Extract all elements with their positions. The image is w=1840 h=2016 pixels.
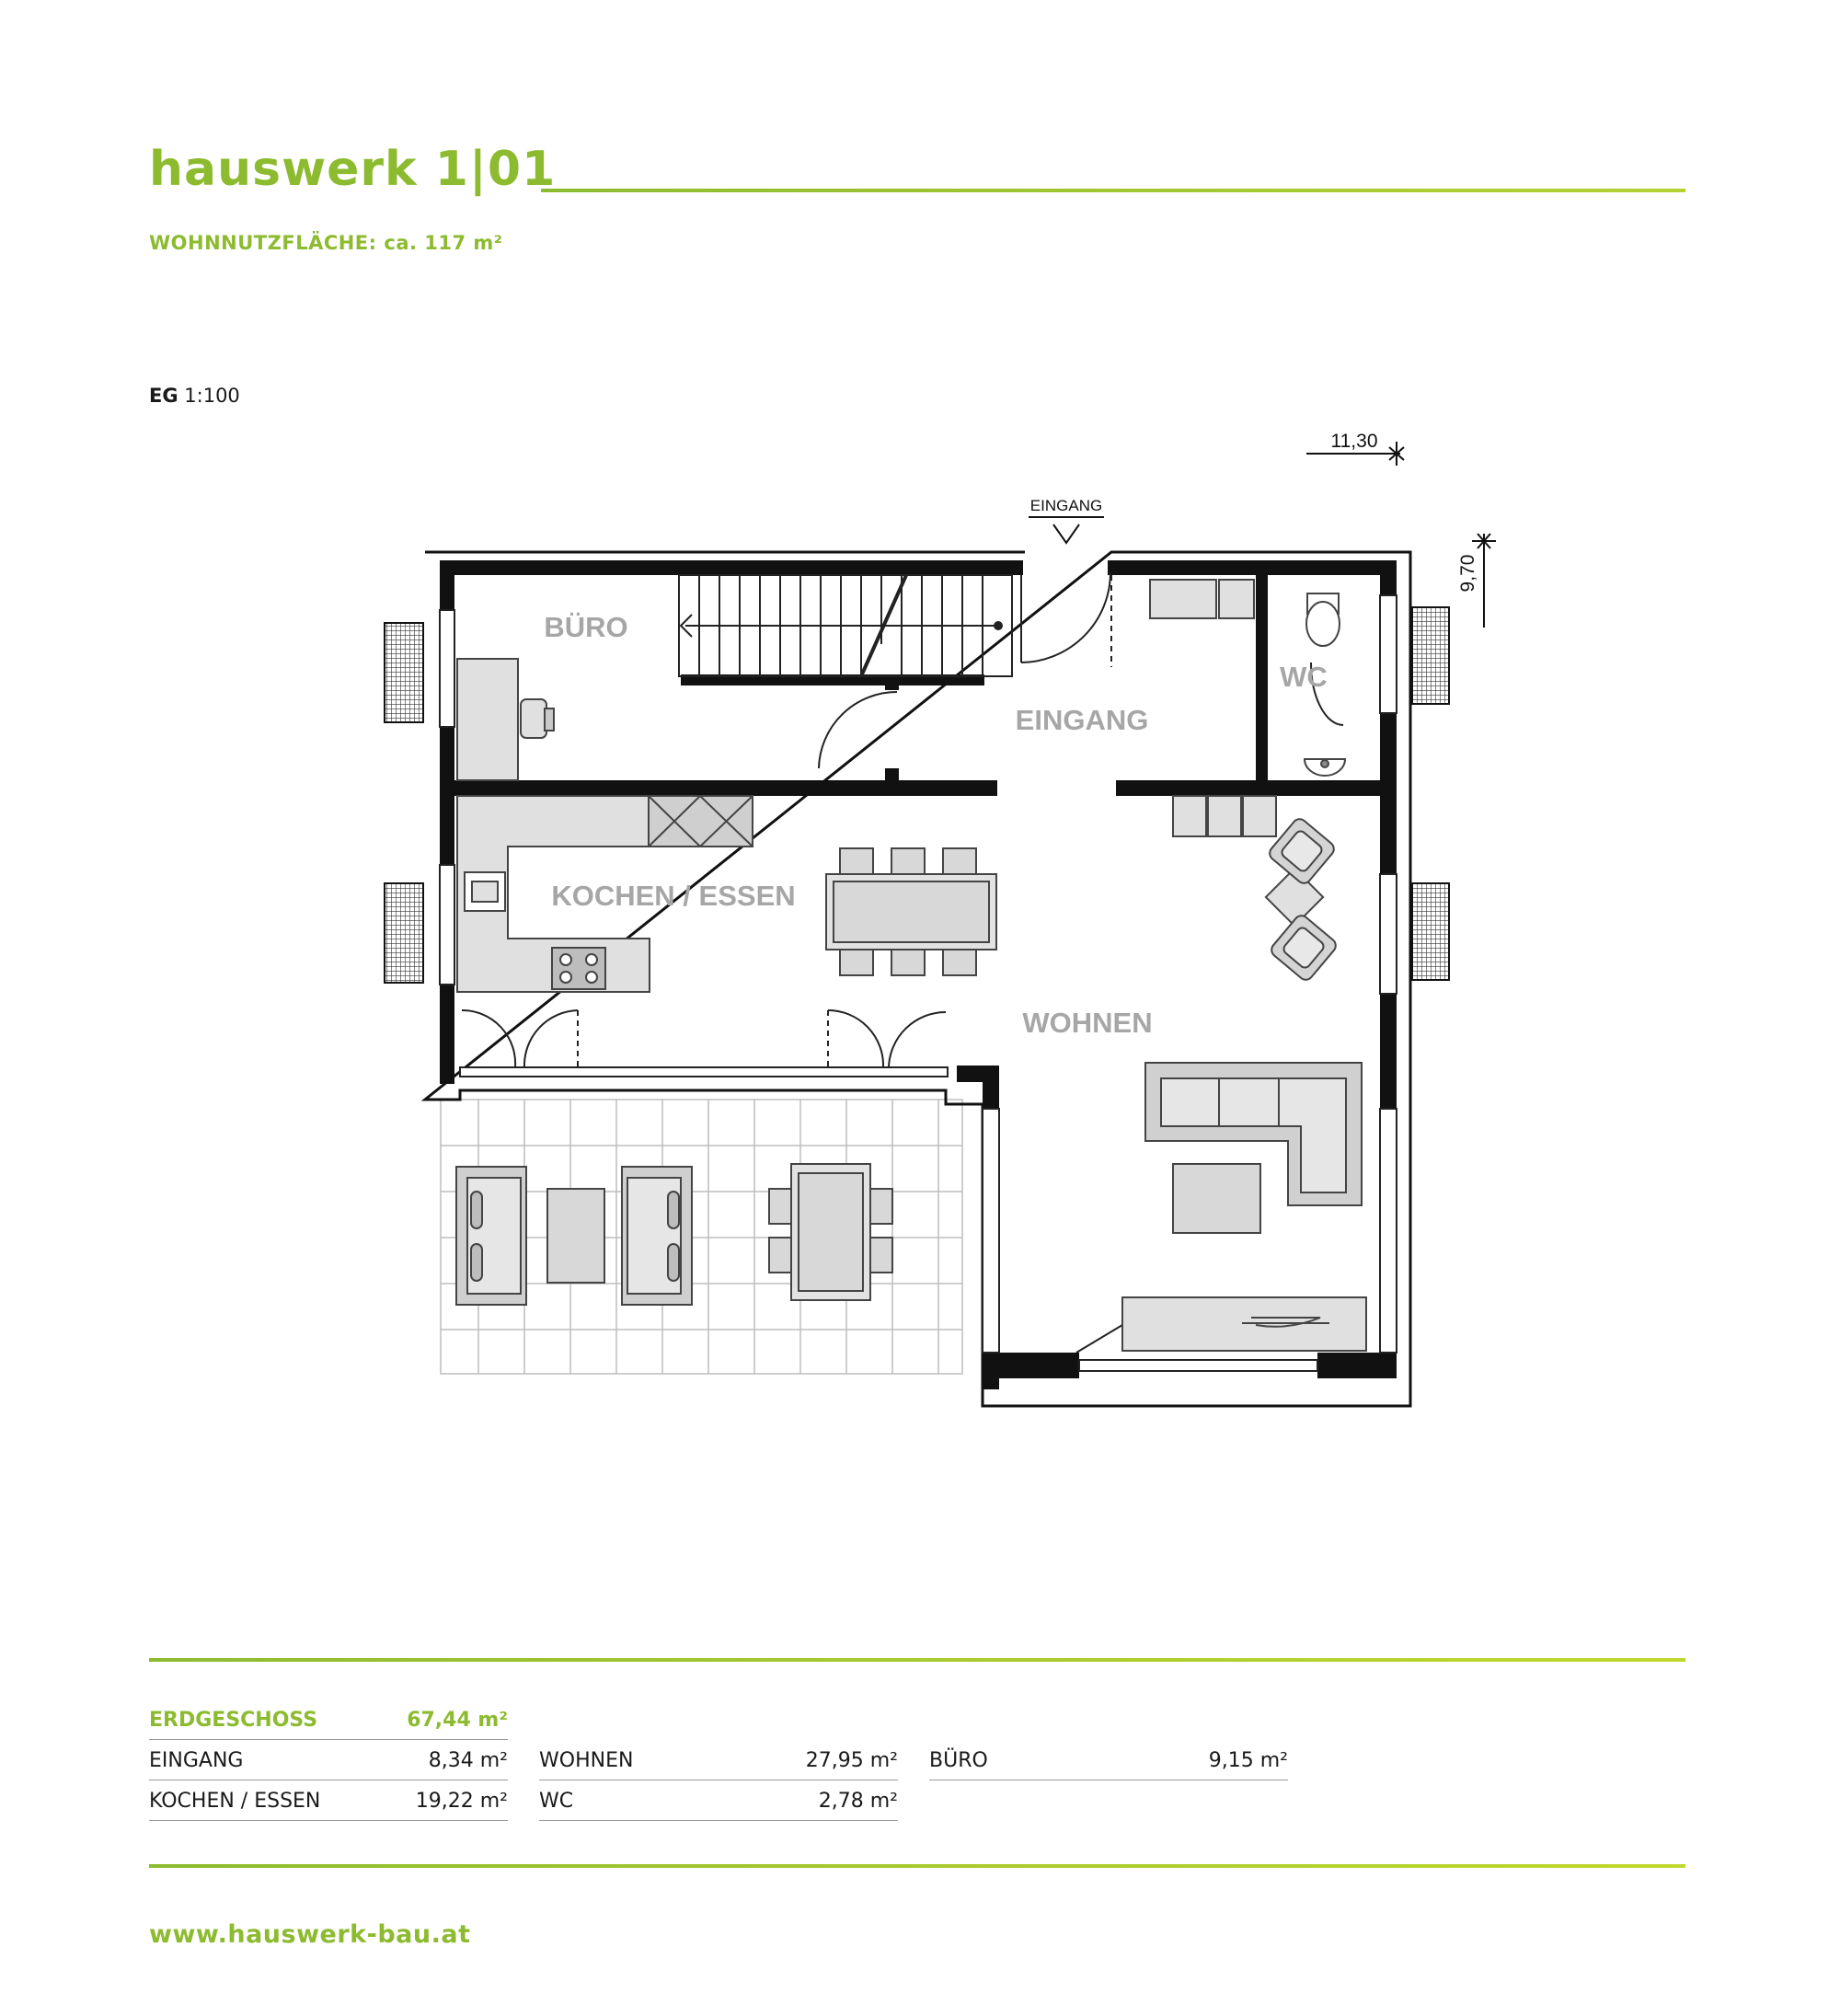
title-rule [541,189,1685,192]
area-value: 9,15 m² [1208,1748,1288,1772]
area-label: BÜRO [929,1748,988,1772]
dimension-depth: 9,70 [1457,555,1478,593]
area-value: 2,78 m² [818,1789,898,1813]
area-label: WC [539,1789,574,1813]
area-label: KOCHEN / ESSEN [149,1789,321,1813]
area-value: 8,34 m² [428,1748,508,1772]
website-link[interactable]: www.hauswerk-bau.at [149,1920,471,1949]
area-row-kochen-essen: KOCHEN / ESSEN 19,22 m² [149,1781,508,1821]
entrance-arrow-icon [1029,516,1104,545]
table-top-rule [149,1658,1685,1662]
outer-wall-outline [420,550,1412,1408]
floor-total-value: 67,44 m² [407,1708,508,1732]
window-grates [384,606,1450,984]
area-value: 27,95 m² [805,1748,898,1772]
floor-code: EG [149,385,178,407]
area-row-wohnen: WOHNEN 27,95 m² [539,1741,898,1780]
area-table-header: ERDGESCHOSS 67,44 m² [149,1700,508,1740]
entrance-tag: EINGANG [1030,497,1102,514]
area-row-eingang: EINGANG 8,34 m² [149,1741,508,1780]
floor-scale: EG 1:100 [149,385,240,407]
doors [461,571,1344,1354]
room-label-wc: WC [1280,661,1328,693]
floor-total-label: ERDGESCHOSS [149,1708,318,1732]
wc-fixtures [1149,579,1347,777]
walls [440,560,1397,1389]
dining-table [825,847,997,976]
room-label-buero: BÜRO [544,611,627,643]
dimension-markers [1306,442,1496,628]
page-title: hauswerk 1|01 [149,142,557,197]
living-furniture [1121,795,1367,1352]
room-label-kochen-essen: KOCHEN / ESSEN [551,880,795,912]
dimension-width: 11,30 [1331,431,1378,452]
terrace-furniture [455,1163,893,1306]
scale-value: 1:100 [178,385,240,407]
office-furniture [456,658,555,781]
area-label: EINGANG [149,1748,244,1772]
area-row-buero: BÜRO 9,15 m² [929,1741,1288,1780]
living-area-subtitle: WOHNNUTZFLÄCHE: ca. 117 m² [149,232,503,254]
staircase [678,574,1013,677]
area-value: 19,22 m² [415,1789,508,1813]
room-label-eingang: EINGANG [1016,704,1149,736]
area-label: WOHNEN [539,1748,634,1772]
kitchen-furniture [456,795,753,993]
windows [439,594,1397,1372]
table-bottom-rule [149,1864,1685,1868]
room-label-wohnen: WOHNEN [1022,1007,1152,1039]
area-row-wc: WC 2,78 m² [539,1781,898,1821]
